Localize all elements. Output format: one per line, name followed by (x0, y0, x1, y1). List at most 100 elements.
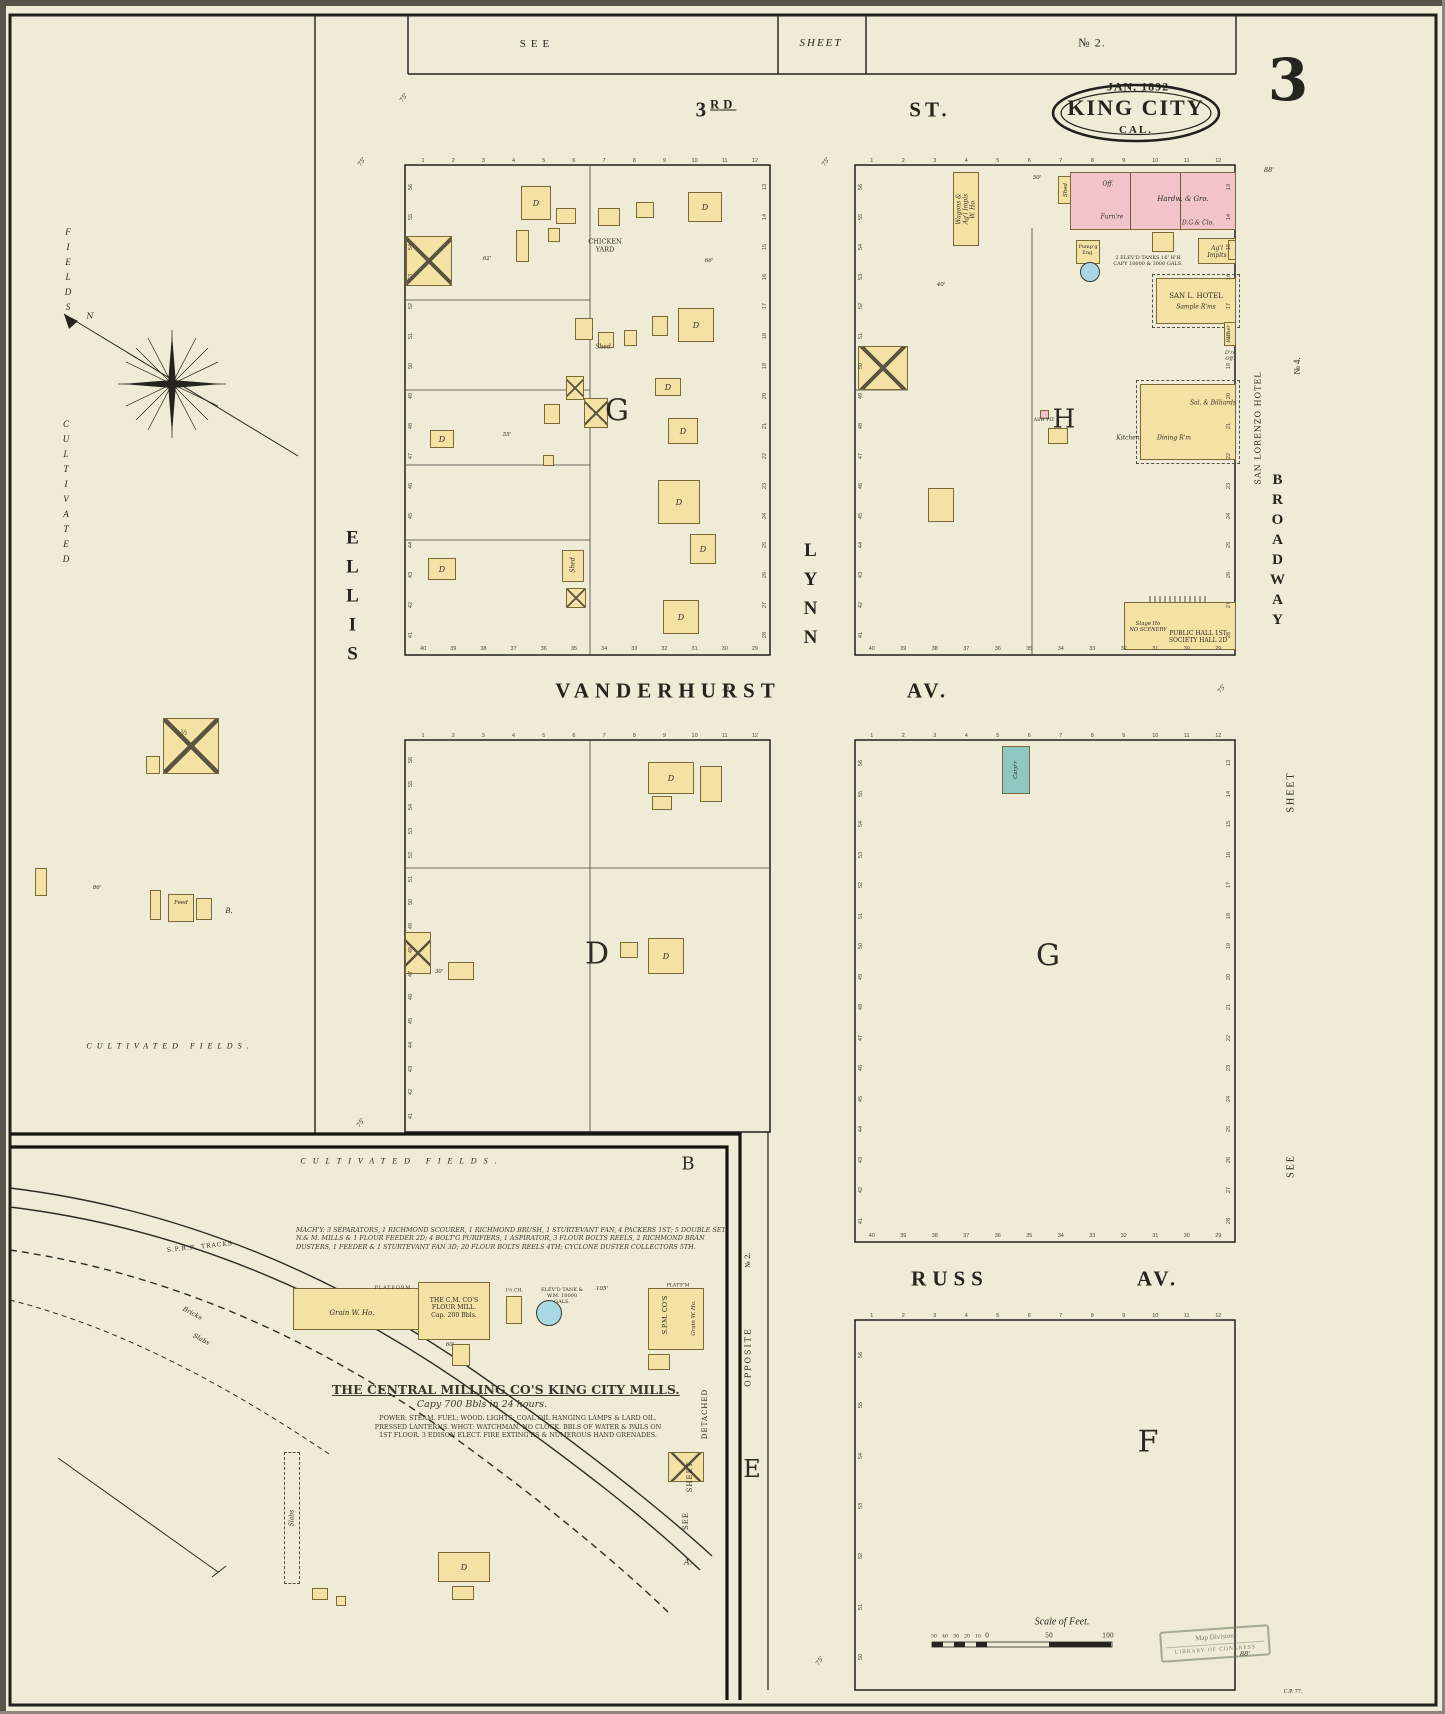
lot-number: 37 (963, 1233, 970, 1239)
building (648, 1354, 670, 1370)
cultivated-fields-label-2: CULTIVATED FIELDS. (300, 1156, 504, 1166)
cultivated-label-vertical: CULTIVATED (61, 419, 71, 569)
block-letter-h: H (1052, 404, 1076, 435)
building (1156, 278, 1236, 324)
building (548, 228, 560, 242)
building-label: D (675, 497, 683, 507)
title-oval (1051, 83, 1221, 143)
ref-number-right: № 4. (1292, 357, 1302, 375)
lot-number: 5 (996, 1313, 1000, 1319)
building-dwelling: D (668, 418, 698, 444)
building (35, 868, 47, 896)
lot-number: 3 (481, 733, 485, 739)
map-label: 86' (92, 884, 102, 891)
lot-number: 11 (1183, 158, 1190, 164)
lot-number: 35 (1026, 646, 1033, 652)
lot-number: 9 (662, 158, 666, 164)
map-label: 50 (931, 1634, 937, 1640)
map-label: ASH PIT (1033, 418, 1055, 424)
building (168, 894, 194, 922)
lot-number: 9 (1122, 1313, 1126, 1319)
building (418, 1282, 490, 1340)
lot-number: 39 (900, 1233, 907, 1239)
lot-number: 39 (900, 646, 907, 652)
building (1070, 172, 1236, 230)
map-label: D'rs Off. (1224, 350, 1236, 362)
lot-number: 40 (868, 1233, 875, 1239)
lot-number: 5 (996, 733, 1000, 739)
map-label: Sal. & Billiards (1189, 399, 1237, 407)
building (566, 376, 584, 400)
building (620, 942, 638, 958)
lot-number: 40 (868, 646, 875, 652)
map-label: 50' (1032, 174, 1042, 181)
building-dwelling: D (688, 192, 722, 222)
building (1152, 232, 1174, 252)
lot-number: 2 (451, 733, 455, 739)
street-russ: RUSS (911, 1266, 989, 1291)
building (566, 588, 586, 608)
lot-number: 37 (510, 646, 517, 652)
map-label: 50 (1045, 1632, 1053, 1640)
street-3rd-suffix: RD (710, 97, 737, 112)
lot-number: 10 (1152, 158, 1159, 164)
lot-number: 7 (1059, 1313, 1063, 1319)
lot-number: 11 (721, 158, 728, 164)
map-label: 40 (942, 1634, 948, 1640)
lot-number: 8 (632, 158, 636, 164)
map-label: Off. (1102, 180, 1114, 188)
building-label: D (667, 773, 675, 783)
map-label: PLATFORM (374, 1286, 412, 1292)
map-label: PUBLIC HALL 1ST SOCIETY HALL 2D (1168, 629, 1228, 644)
lot-number: 6 (1027, 733, 1031, 739)
building (543, 455, 554, 466)
building (928, 488, 954, 522)
map-label: 0 (985, 1632, 989, 1640)
compass-rose (63, 313, 299, 457)
building (1228, 240, 1236, 260)
lot-number: 40 (420, 646, 427, 652)
map-label: D.G.& Clo. (1181, 219, 1215, 227)
scan-edge-top (0, 0, 1445, 6)
lot-number: 36 (540, 646, 547, 652)
ref-sheet-top: SHEET (799, 37, 843, 49)
lot-number: 34 (601, 646, 608, 652)
building (668, 1452, 704, 1482)
lot-number: 11 (1183, 1313, 1190, 1319)
building (452, 1344, 470, 1366)
lot-number: 11 (721, 733, 728, 739)
lot-number: 37 (963, 646, 970, 652)
building-label: D (664, 382, 672, 392)
lot-number: 3 (933, 158, 937, 164)
map-label: 100 (1102, 1632, 1114, 1640)
building (506, 1296, 522, 1324)
lot-number: 7 (602, 733, 606, 739)
lot-number: 33 (631, 646, 638, 652)
lot-number: 30 (1183, 646, 1190, 652)
map-label: 20 (964, 1634, 970, 1640)
lot-number: 10 (691, 158, 698, 164)
building (536, 1300, 562, 1326)
map-label: B. (225, 906, 233, 915)
building (406, 236, 452, 286)
lot-number: 4 (964, 158, 968, 164)
lot-number: 6 (572, 158, 576, 164)
map-label: 62' (482, 255, 492, 262)
mill-title: THE CENTRAL MILLING CO'S KING CITY MILLS… (332, 1382, 680, 1397)
lot-number: 38 (931, 646, 938, 652)
lot-number: 3 (933, 1313, 937, 1319)
map-label: 30' (434, 968, 444, 975)
building-dwelling: D (438, 1552, 490, 1582)
scan-edge-bottom (0, 1711, 1445, 1714)
building-label: D (692, 320, 700, 330)
lot-number: 9 (1122, 733, 1126, 739)
cultivated-fields-label-1: CULTIVATED FIELDS. (86, 1041, 254, 1051)
map-label: 1½ CH. (505, 1288, 523, 1294)
building-label: D (699, 544, 707, 554)
building-dwelling: D (521, 186, 551, 220)
building-label: D (701, 202, 709, 212)
building (1002, 746, 1030, 794)
